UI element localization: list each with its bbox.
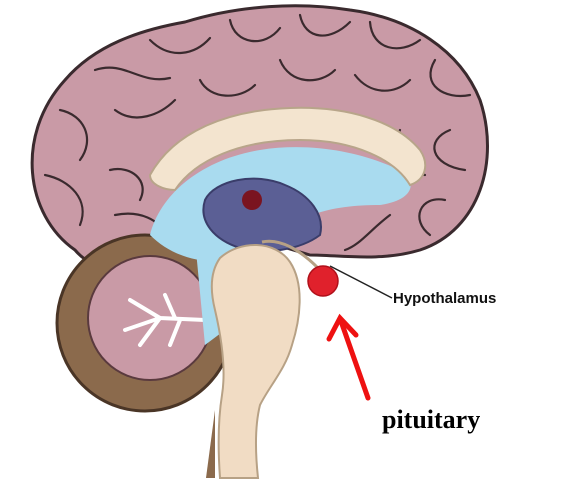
spinal-edge [206, 410, 215, 478]
hypothalamus-label: Hypothalamus [393, 290, 496, 307]
pituitary-arrow [329, 318, 368, 398]
hypothalamus-leader-line [330, 266, 392, 298]
pituitary-gland [308, 266, 338, 296]
brainstem [212, 245, 300, 478]
pituitary-label: pituitary [382, 405, 480, 434]
pineal-dot [242, 190, 262, 210]
